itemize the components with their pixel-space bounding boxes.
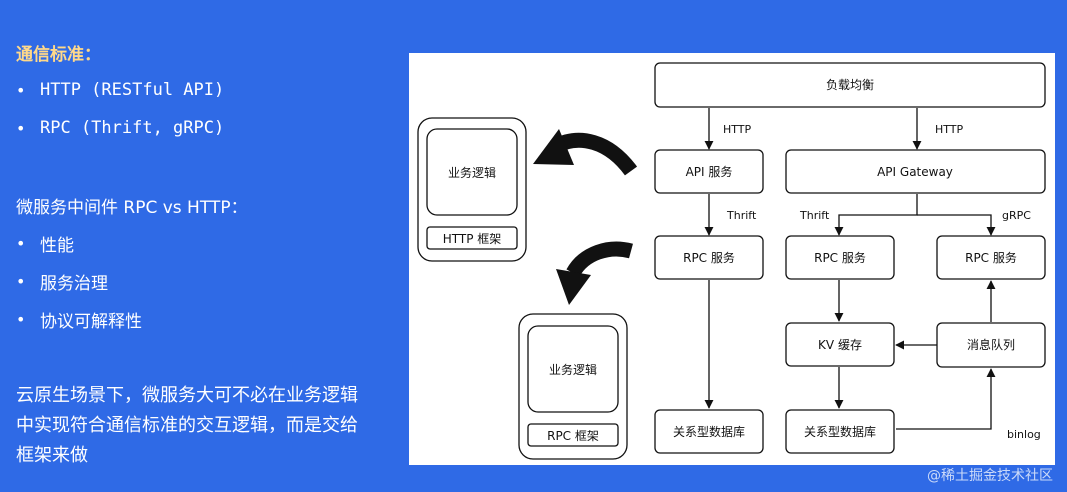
node-rpc-service-3: RPC 服务 [936,235,1046,280]
rpc-business-logic: 业务逻辑 [549,362,597,377]
diagram-edges [704,108,996,430]
node-relational-db-1: 关系型数据库 [654,409,764,454]
left-text-panel: 通信标准： • HTTP (RESTful API) • RPC (Thrift, … [0,0,400,492]
list-item: • 服务治理 [16,262,142,300]
curved-arrows [533,129,638,305]
rpc-framework-stack: 业务逻辑 RPC 框架 [518,313,628,460]
http-framework-stack: 业务逻辑 HTTP 框架 [417,117,527,262]
standards-heading: 通信标准： [16,45,101,65]
list-item: • RPC (Thrift, gRPC) [16,109,224,147]
node-rpc-service-2: RPC 服务 [785,235,895,280]
curved-arrow-to-rpc [566,241,633,278]
bullet-icon: • [16,309,26,329]
compare-item-governance: 服务治理 [40,273,108,294]
node-kv-cache: KV 缓存 [785,322,895,367]
edge-label-http-1: HTTP [723,123,752,136]
list-item: • 协议可解释性 [16,300,142,338]
node-label: KV 缓存 [818,338,862,352]
node-label: API 服务 [686,164,733,179]
node-message-queue: 消息队列 [936,322,1046,368]
http-framework-label: HTTP 框架 [443,232,502,246]
edge-labels: HTTP HTTP Thrift Thrift gRPC binlog [723,123,1041,441]
http-business-logic: 业务逻辑 [448,165,496,180]
architecture-diagram: HTTP HTTP Thrift Thrift gRPC binlog 负载均衡… [409,53,1055,465]
node-relational-db-2: 关系型数据库 [785,409,895,454]
node-label: 负载均衡 [826,78,874,92]
compare-list: • 性能 • 服务治理 • 协议可解释性 [16,224,142,338]
node-label: RPC 服务 [683,250,735,265]
rpc-framework-label: RPC 框架 [547,429,599,443]
node-api-gateway: API Gateway [785,149,1046,194]
edge-label-binlog: binlog [1007,428,1041,441]
compare-heading: 微服务中间件 RPC vs HTTP： [16,198,248,218]
node-label: 关系型数据库 [673,424,745,439]
list-item: • 性能 [16,224,142,262]
list-item: • HTTP (RESTful API) [16,71,224,109]
standard-rpc: RPC (Thrift, gRPC) [40,118,225,138]
edge-label-thrift-2: Thrift [799,209,830,222]
node-label: RPC 服务 [965,250,1017,265]
edge-label-thrift-1: Thrift [726,209,757,222]
edge-gateway-rpc2 [834,194,918,236]
bullet-icon: • [16,80,26,100]
bullet-icon: • [16,271,26,291]
node-label: RPC 服务 [814,250,866,265]
edge-label-http-2: HTTP [935,123,964,136]
node-api-service: API 服务 [654,149,764,194]
conclusion-paragraph: 云原生场景下，微服务大可不必在业务逻辑中实现符合通信标准的交互逻辑，而是交给框架… [16,385,358,466]
compare-item-performance: 性能 [40,235,74,256]
bullet-icon: • [16,233,26,253]
node-label: 关系型数据库 [804,424,876,439]
edge-gateway-rpc3 [917,214,996,236]
curved-arrow-head-rpc [556,269,591,305]
edge-label-grpc: gRPC [1002,209,1031,222]
compare-item-interpretability: 协议可解释性 [40,311,142,332]
node-rpc-service-1: RPC 服务 [654,235,764,280]
node-load-balancer: 负载均衡 [654,62,1046,108]
node-label: API Gateway [877,165,953,179]
diagram-svg: HTTP HTTP Thrift Thrift gRPC binlog 负载均衡… [417,62,1046,460]
node-label: 消息队列 [967,337,1015,352]
watermark: @稀土掘金技术社区 [927,468,1053,484]
bullet-icon: • [16,118,26,138]
standards-list: • HTTP (RESTful API) • RPC (Thrift, gRPC) [16,71,224,147]
edge-db2-mq [896,368,996,430]
standard-http: HTTP (RESTful API) [40,80,225,100]
curved-arrow-head-http [533,129,574,165]
